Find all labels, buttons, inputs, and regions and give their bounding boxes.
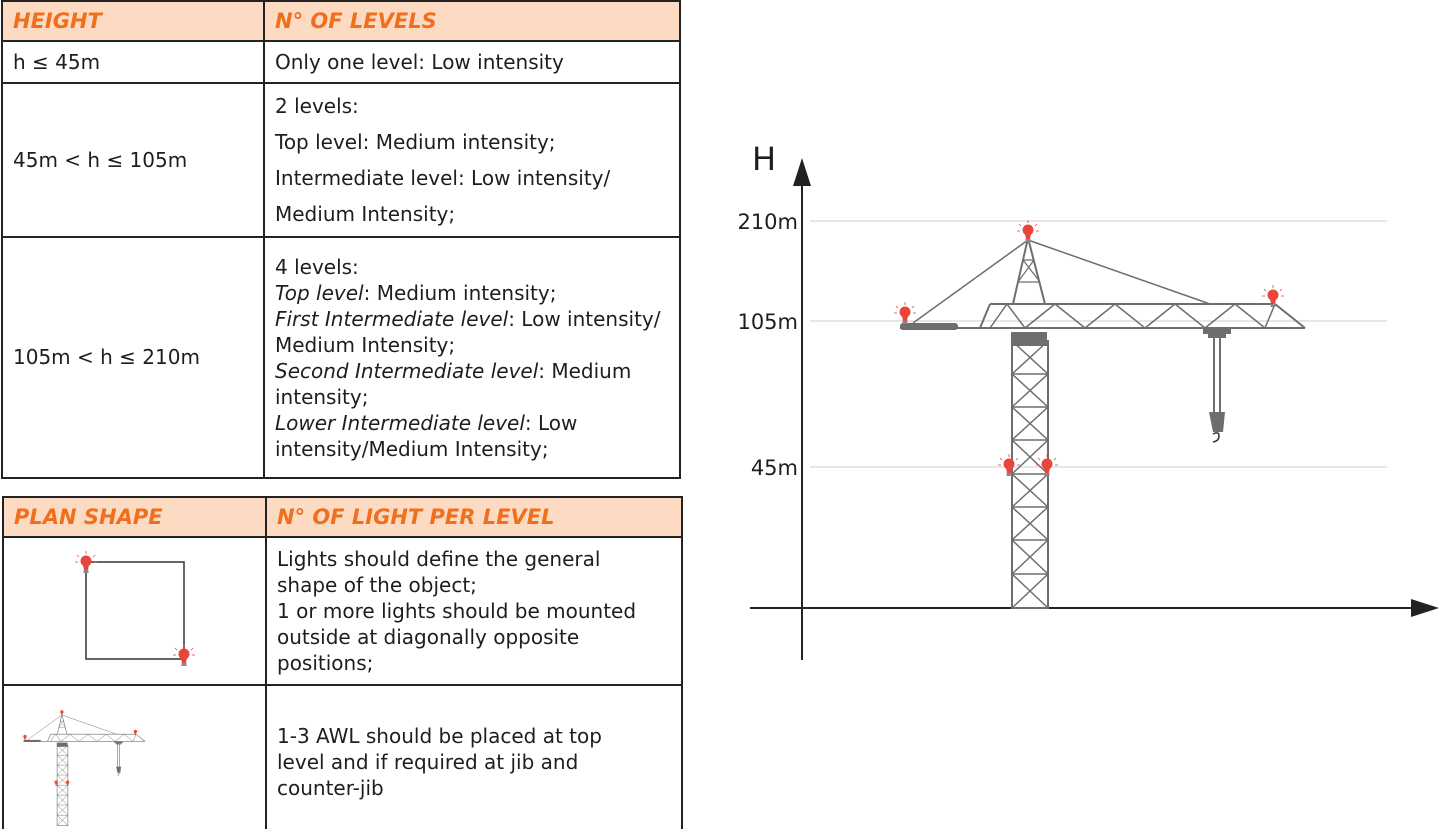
height-levels-table: HEIGHT N° OF LEVELS h ≤ 45m Only one lev… (1, 0, 681, 479)
shape-cell (2, 535, 267, 687)
tower-crane-icon (894, 220, 1305, 608)
square-plan-icon (74, 550, 196, 667)
level-line: Second Intermediate level: Medium (275, 358, 632, 383)
levels-cell: 4 levels: Top level: Medium intensity; F… (263, 236, 681, 479)
level-line: 2 levels: (275, 94, 359, 118)
header-lights-per-level: N° OF LIGHT PER LEVEL (265, 496, 683, 538)
level-line: First Intermediate level: Low intensity/ (275, 306, 661, 331)
level-line: Medium Intensity; (275, 332, 456, 357)
level-line: 4 levels: (275, 254, 359, 279)
text-line: outside at diagonally opposite (277, 625, 580, 650)
levels-cell: 2 levels: Top level: Medium intensity; I… (263, 82, 681, 238)
level-label-45m: 45m (751, 456, 798, 480)
tower-crane-icon (4, 686, 263, 829)
x-axis-arrow (1411, 599, 1439, 617)
axis-label-h: H (752, 140, 776, 178)
table-row: h ≤ 45m Only one level: Low intensity (1, 40, 681, 84)
height-cell: h ≤ 45m (1, 40, 265, 84)
height-cell: 105m < h ≤ 210m (1, 236, 265, 479)
grid-lines (810, 220, 1387, 468)
table-row: 45m < h ≤ 105m 2 levels: Top level: Medi… (1, 82, 681, 238)
text-line: 1 or more lights should be mounted (277, 599, 637, 624)
level-line: Top level: Medium intensity; (275, 280, 557, 305)
text-line: shape of the object; (277, 573, 477, 598)
level-line: intensity; (275, 384, 369, 409)
table-row: 1-3 AWL should be placed at top level an… (2, 684, 683, 829)
level-line: intensity/Medium Intensity; (275, 436, 549, 461)
level-label-105m: 105m (737, 310, 798, 334)
header-levels: N° OF LEVELS (263, 0, 681, 42)
height-diagram: H 210m 105m 45m (737, 140, 1439, 660)
table-row: 105m < h ≤ 210m 4 levels: Top level: Med… (1, 236, 681, 479)
levels-cell: Only one level: Low intensity (263, 40, 681, 84)
lights-text-cell: Lights should define the general shape o… (265, 535, 683, 687)
plan-shape-table: PLAN SHAPE N° OF LIGHT PER LEVEL Lights … (2, 496, 683, 829)
lights-text-cell: 1-3 AWL should be placed at top level an… (265, 684, 683, 829)
shape-cell (2, 684, 267, 829)
level-line: Only one level: Low intensity (275, 49, 564, 74)
text-line: counter-jib (277, 775, 384, 800)
level-line: Top level: Medium intensity; (275, 130, 556, 154)
text-line: Lights should define the general (277, 547, 601, 572)
level-line: Lower Intermediate level: Low (275, 410, 578, 435)
table-header-row: HEIGHT N° OF LEVELS (1, 0, 681, 42)
header-height: HEIGHT (1, 0, 265, 42)
text-line: 1-3 AWL should be placed at top (277, 723, 602, 748)
level-line: Intermediate level: Low intensity/ (275, 166, 611, 190)
text-line: level and if required at jib and (277, 749, 579, 774)
height-cell: 45m < h ≤ 105m (1, 82, 265, 238)
level-line: Medium Intensity; (275, 202, 456, 226)
header-plan-shape: PLAN SHAPE (2, 496, 267, 538)
table-header-row: PLAN SHAPE N° OF LIGHT PER LEVEL (2, 496, 683, 538)
text-line: positions; (277, 651, 374, 676)
y-axis-arrow (793, 158, 811, 186)
level-label-210m: 210m (737, 210, 798, 234)
table-row: Lights should define the general shape o… (2, 535, 683, 687)
